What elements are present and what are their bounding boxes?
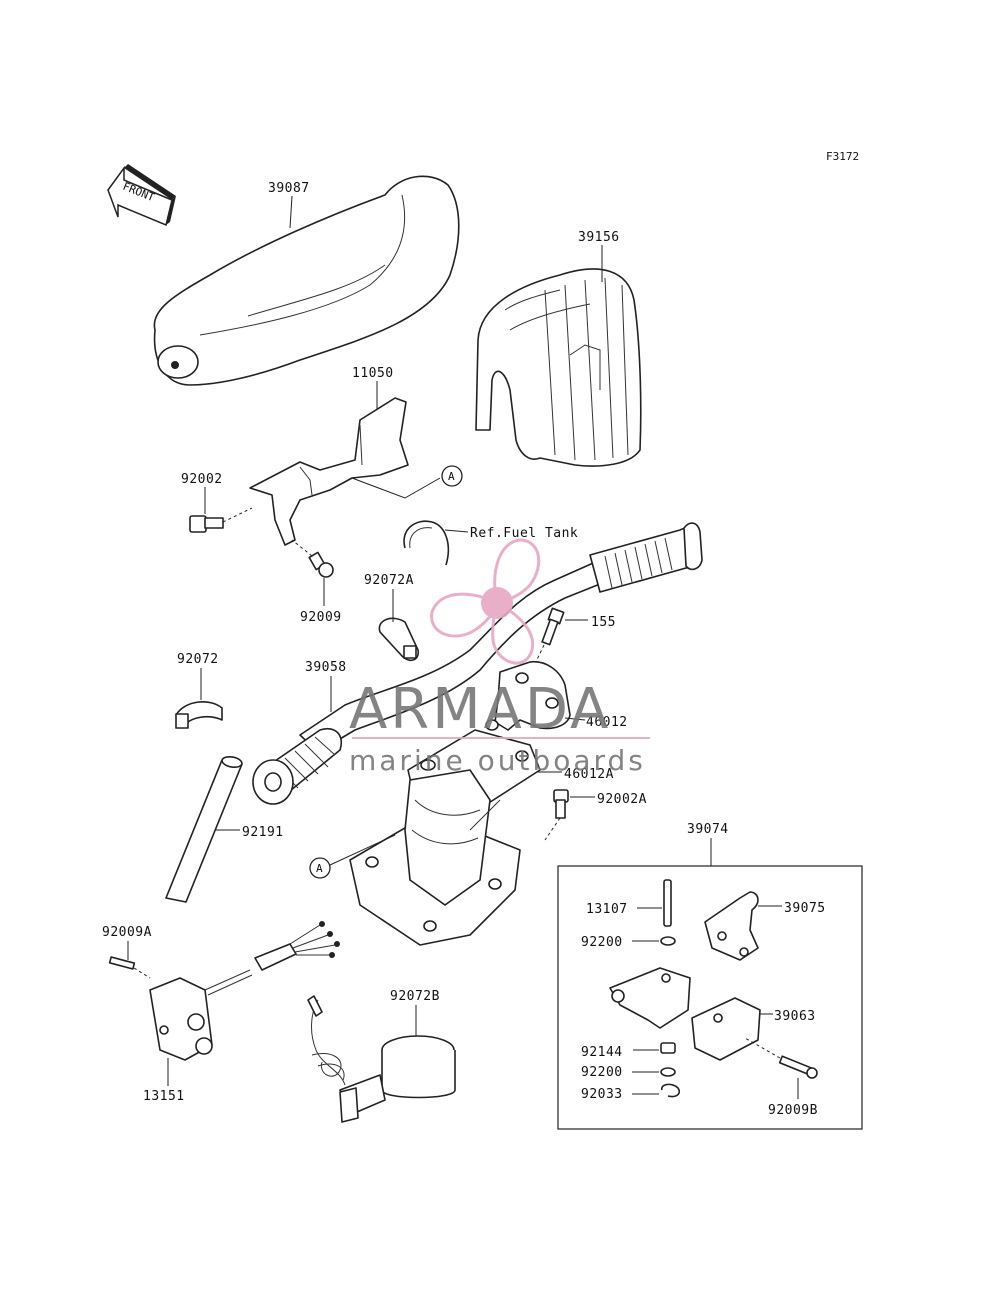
label-92200-lower: 92200	[581, 1065, 623, 1080]
clamp-92072B-and-lanyard	[307, 995, 456, 1123]
label-39156: 39156	[578, 230, 620, 245]
label-46012: 46012	[586, 715, 628, 730]
armada-watermark: ARMADA marine outboards	[349, 538, 650, 777]
leader-callout-a	[351, 477, 441, 499]
bolt-155	[531, 607, 565, 671]
callout-a2-label: A	[316, 862, 323, 875]
bolt-92009	[291, 539, 334, 578]
callout-a-label: A	[448, 470, 455, 483]
label-39074: 39074	[687, 822, 729, 837]
label-92009A: 92009A	[102, 925, 152, 940]
callout-a2-circle	[309, 857, 331, 879]
bolt-92002	[189, 507, 253, 533]
watermark-brand: ARMADA	[349, 677, 611, 742]
tube-92191	[165, 755, 243, 903]
washer-92200-lower	[660, 1067, 676, 1077]
steering-column-base	[349, 769, 521, 946]
label-92009: 92009	[300, 610, 342, 625]
label-92144: 92144	[581, 1045, 623, 1060]
holder-46012	[494, 660, 571, 731]
label-155: 155	[591, 615, 616, 630]
collar-92144	[660, 1042, 676, 1054]
label-92009B: 92009B	[768, 1103, 818, 1118]
washer-92200-upper	[660, 936, 676, 946]
label-92191: 92191	[242, 825, 284, 840]
screw-92009A	[108, 956, 151, 979]
clamp-92072A	[378, 617, 420, 662]
label-13107: 13107	[586, 902, 628, 917]
assembly-39074-box	[557, 865, 863, 1130]
label-92033: 92033	[581, 1087, 623, 1102]
bracket-11050	[249, 397, 409, 546]
pin-13107	[663, 879, 672, 927]
callout-a-circle	[441, 465, 463, 487]
label-11050: 11050	[352, 366, 394, 381]
label-92002A: 92002A	[597, 792, 647, 807]
screw-92009B	[744, 1037, 818, 1079]
figure-code: F3172	[826, 150, 859, 163]
label-92200-upper: 92200	[581, 935, 623, 950]
clamp-92072	[175, 701, 223, 729]
label-39075: 39075	[784, 901, 826, 916]
label-13151: 13151	[143, 1089, 185, 1104]
label-39087: 39087	[268, 181, 310, 196]
label-92072A: 92072A	[364, 573, 414, 588]
label-39063: 39063	[774, 1009, 816, 1024]
leader-46012	[564, 717, 586, 721]
handle-pole-cover	[153, 175, 460, 386]
handle-boot	[475, 268, 642, 467]
cover-39063	[691, 997, 761, 1061]
propeller-logo-icon	[430, 538, 541, 665]
lever-holder	[609, 967, 691, 1029]
watermark-tagline: marine outboards	[349, 744, 646, 777]
front-arrow-icon: FRONT	[107, 164, 176, 227]
leader-callout-a2	[329, 834, 396, 866]
leader-ref-fuel-tank	[444, 529, 469, 533]
clip-92033	[661, 1083, 681, 1098]
ref-fuel-tank-note: Ref.Fuel Tank	[470, 526, 578, 541]
switch-13151	[149, 921, 340, 1061]
label-46012A: 46012A	[564, 767, 614, 782]
label-92072: 92072	[177, 652, 219, 667]
handlebar-39058	[252, 522, 703, 805]
label-39058: 39058	[305, 660, 347, 675]
bolt-92002A	[544, 789, 569, 841]
lever-39075	[704, 891, 759, 961]
leader-39087	[289, 195, 293, 229]
label-92072B: 92072B	[390, 989, 440, 1004]
label-92002: 92002	[181, 472, 223, 487]
